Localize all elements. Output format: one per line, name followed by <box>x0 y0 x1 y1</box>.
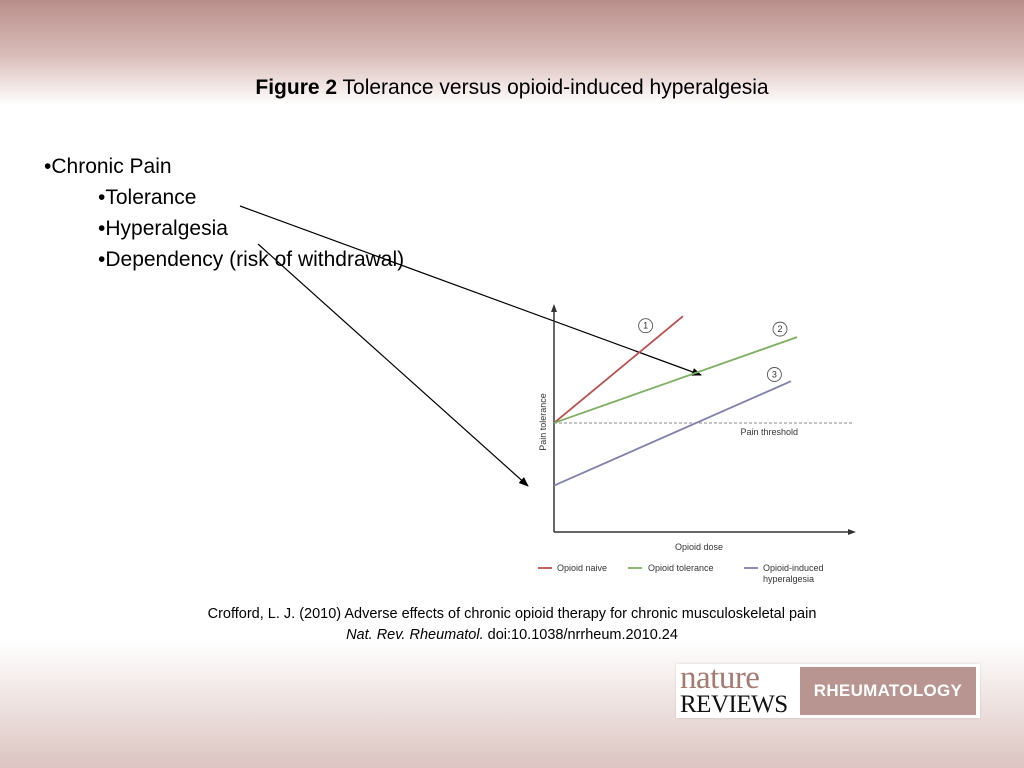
series-line-opioid-induced-hyperalgesia <box>553 380 792 487</box>
figure-label: Figure 2 <box>255 76 338 99</box>
nature-reviews-rheumatology-logo: nature REVIEWS RHEUMATOLOGY <box>676 660 980 718</box>
series-line-opioid-naive <box>553 315 684 424</box>
logo-word-reviews: REVIEWS <box>680 691 788 718</box>
bullet-hyperalgesia: •Hyperalgesia <box>98 217 228 240</box>
series-marker-2: 2 <box>772 321 788 337</box>
series-marker-3-label: 3 <box>772 370 777 380</box>
logo-word-rheumatology: RHEUMATOLOGY <box>813 681 963 700</box>
citation-journal: Nat. Rev. Rheumatol. <box>346 627 484 643</box>
series-marker-2-label: 2 <box>777 324 782 334</box>
logo-journal-band: RHEUMATOLOGY <box>800 667 976 715</box>
y-axis-label: Pain tolerance <box>538 393 548 451</box>
citation-line-1: Crofford, L. J. (2010) Adverse effects o… <box>207 606 817 622</box>
legend-label-opioid-tolerance: Opioid tolerance <box>648 563 714 573</box>
pain-threshold-label: Pain threshold <box>740 427 798 437</box>
series-marker-1-label: 1 <box>643 321 648 331</box>
x-axis-label: Opioid dose <box>675 542 723 552</box>
bullet-list: •Chronic Pain •Tolerance •Hyperalgesia •… <box>44 151 404 275</box>
legend-label-line-1: Opioid-induced <box>763 563 824 573</box>
bullet-tolerance: •Tolerance <box>98 186 197 209</box>
legend-label-opioid-naive: Opioid naive <box>557 563 607 573</box>
legend-label-line-2: hyperalgesia <box>763 574 814 584</box>
figure-caption: Tolerance versus opioid-induced hyperalg… <box>337 76 769 99</box>
slide-title: Figure 2 Tolerance versus opioid-induced… <box>0 76 1024 100</box>
logo-wordmark: nature REVIEWS <box>680 660 798 718</box>
arrow-hyperalgesia <box>257 243 529 487</box>
citation-doi: doi:10.1038/nrrheum.2010.24 <box>483 627 678 643</box>
arrow-tolerance <box>239 205 702 376</box>
logo-word-nature: nature <box>680 660 760 696</box>
tolerance-chart: Pain tolerance Opioid dose Pain threshol… <box>538 304 856 584</box>
bullet-chronic-pain: •Chronic Pain <box>44 155 172 178</box>
legend: Opioid naive Opioid tolerance Opioid-ind… <box>538 563 824 584</box>
citation: Crofford, L. J. (2010) Adverse effects o… <box>0 604 1024 646</box>
series-marker-1: 1 <box>638 318 654 334</box>
series-marker-3: 3 <box>766 367 782 382</box>
citation-line-2: Nat. Rev. Rheumatol. doi:10.1038/nrrheum… <box>0 625 1024 646</box>
series-line-opioid-tolerance <box>553 336 798 424</box>
bullet-dependency: •Dependency (risk of withdrawal) <box>98 248 405 271</box>
